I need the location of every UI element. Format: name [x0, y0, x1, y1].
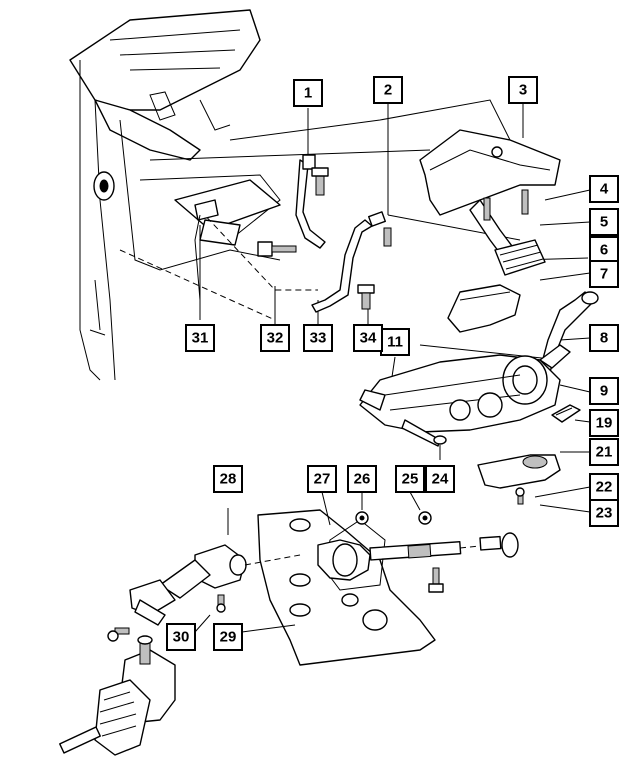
callout-31-label: 31 [192, 330, 209, 347]
joint-bolts [107, 594, 226, 642]
callout-5-label: 5 [600, 214, 608, 231]
callout-6-label: 6 [600, 242, 608, 259]
callout-34: 34 [353, 324, 383, 352]
callout-9: 9 [589, 377, 619, 405]
callout-22-label: 22 [596, 479, 613, 496]
callout-4: 4 [589, 175, 619, 203]
callout-11-label: 11 [387, 334, 403, 351]
clip-19 [551, 404, 581, 423]
callout-28-label: 28 [220, 471, 237, 488]
callout-1: 1 [293, 79, 323, 107]
callout-2: 2 [373, 76, 403, 104]
callout-24: 24 [425, 465, 455, 493]
dash-panel-body [69, 9, 281, 381]
callout-30: 30 [166, 623, 196, 651]
callout-27: 27 [307, 465, 337, 493]
callout-11: 11 [380, 328, 410, 356]
mount-bolt [257, 241, 297, 257]
callout-21: 21 [589, 438, 619, 466]
bolt-34 [357, 284, 375, 310]
callout-26-label: 26 [354, 471, 371, 488]
callout-9-label: 9 [600, 383, 608, 400]
callout-8: 8 [589, 324, 619, 352]
callout-3: 3 [508, 76, 538, 104]
callout-5: 5 [589, 208, 619, 236]
bolt-upper [311, 167, 329, 196]
lower-shroud [477, 454, 561, 489]
upper-shroud [447, 284, 521, 333]
pedal-bracket [419, 129, 561, 276]
screw-22 [515, 487, 525, 505]
callout-31: 31 [185, 324, 215, 352]
callout-19: 19 [589, 409, 619, 437]
callout-25: 25 [395, 465, 425, 493]
callout-29: 29 [213, 623, 243, 651]
callout-23-label: 23 [596, 505, 613, 522]
callout-6: 6 [589, 236, 619, 264]
callout-7: 7 [589, 260, 619, 288]
callout-26: 26 [347, 465, 377, 493]
callout-21-label: 21 [596, 444, 613, 461]
callout-23: 23 [589, 499, 619, 527]
callout-25-label: 25 [402, 471, 419, 488]
callout-19-label: 19 [596, 415, 613, 432]
callout-33-label: 33 [310, 330, 327, 347]
firewall-panel [257, 509, 436, 666]
callout-27-label: 27 [314, 471, 331, 488]
callout-22: 22 [589, 473, 619, 501]
nut-25 [418, 511, 432, 525]
callout-32: 32 [260, 324, 290, 352]
nut-26 [355, 511, 369, 525]
lower-leader-lines [194, 491, 421, 633]
nut-24 [433, 435, 447, 445]
callout-33: 33 [303, 324, 333, 352]
universal-joint [129, 544, 301, 626]
callout-28: 28 [213, 465, 243, 493]
callout-2-label: 2 [384, 82, 392, 99]
bolt-lower [428, 567, 444, 593]
callout-8-label: 8 [600, 330, 608, 347]
steering-column-assembly [359, 344, 571, 447]
callout-1-label: 1 [304, 85, 312, 102]
callout-30-label: 30 [173, 629, 190, 646]
callout-4-label: 4 [600, 181, 609, 198]
callout-32-label: 32 [267, 330, 284, 347]
steering-gear-rack [59, 635, 176, 756]
callout-29-label: 29 [220, 629, 237, 646]
callout-24-label: 24 [432, 471, 449, 488]
wiring-connector [194, 199, 219, 301]
callout-34-label: 34 [360, 330, 377, 347]
callout-7-label: 7 [600, 266, 608, 283]
bracket-strap [295, 154, 326, 249]
intermediate-shaft [317, 532, 519, 581]
shift-cable [311, 211, 392, 313]
callout-3-label: 3 [519, 82, 527, 99]
